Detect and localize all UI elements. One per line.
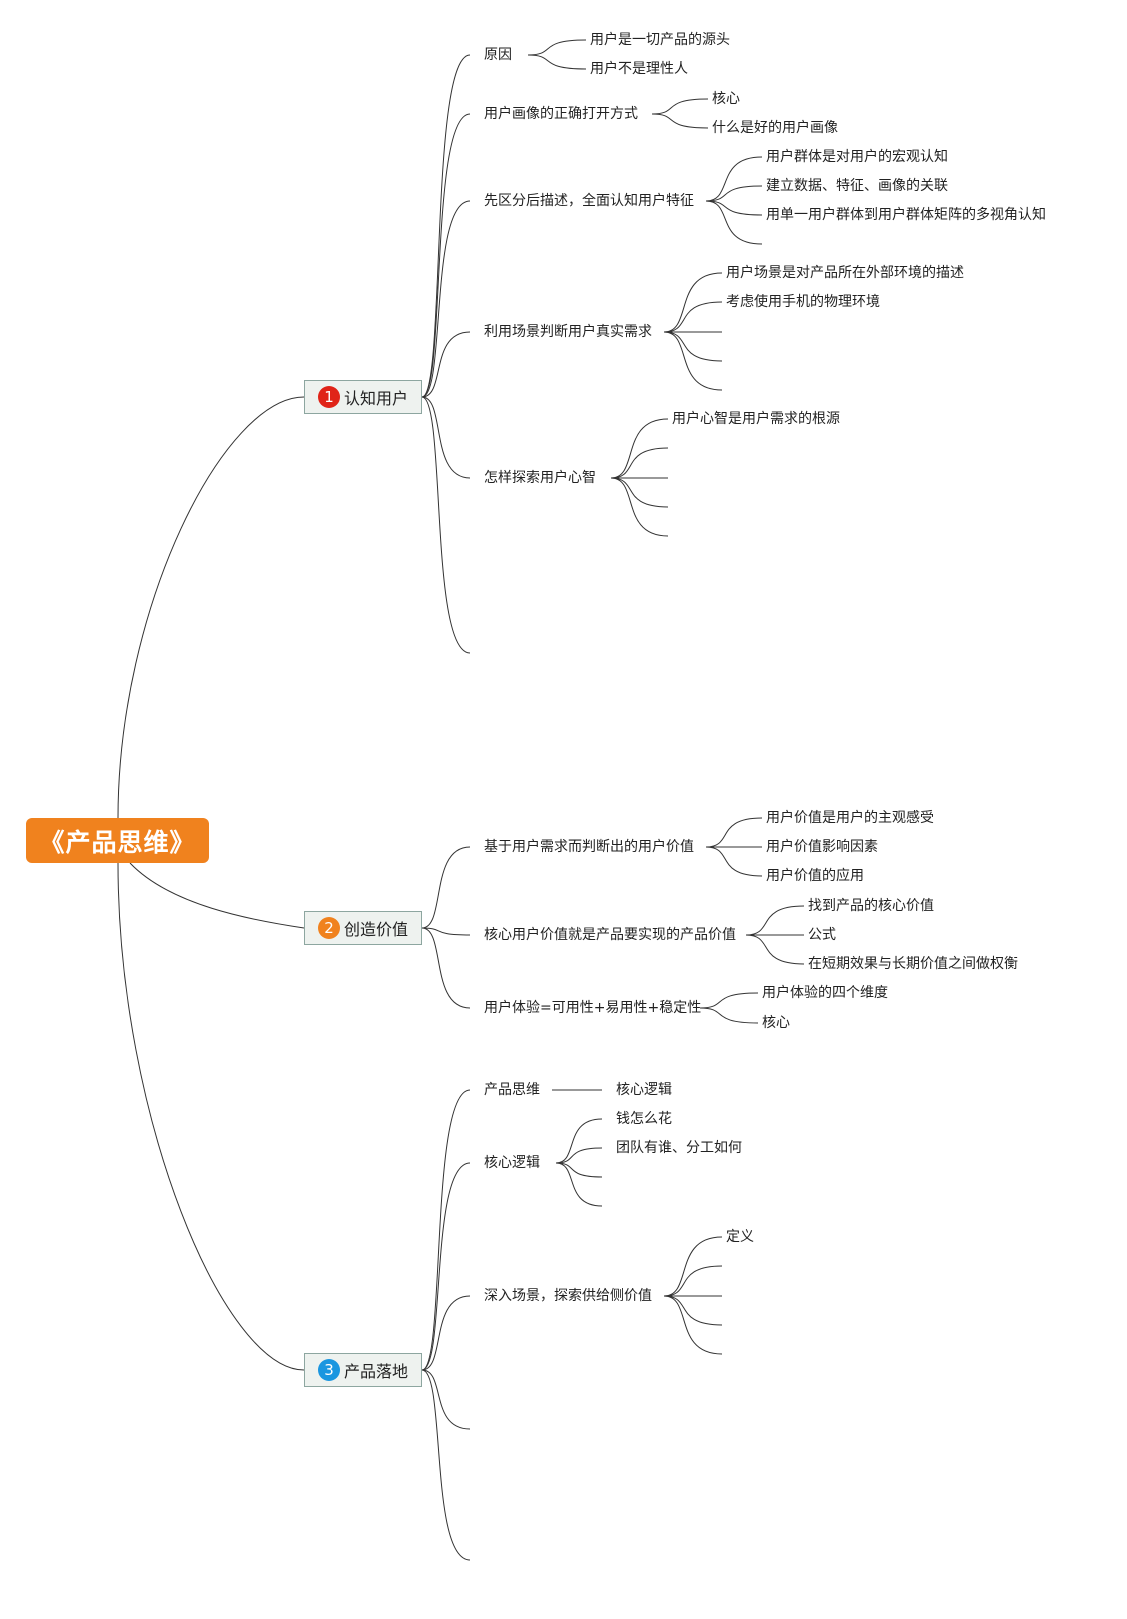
- leaf-link: [610, 477, 669, 537]
- branch-label: 产品落地: [343, 1362, 408, 1381]
- leaf-topic[interactable]: 建立数据、特征、画像的关联: [766, 178, 948, 194]
- sub-topic[interactable]: 怎样探索用户心智: [484, 470, 596, 486]
- leaf-topic[interactable]: 用户是一切产品的源头: [590, 32, 730, 48]
- branch-3-link-sub-2: [421, 1162, 471, 1371]
- number-badge-icon: 3: [317, 1359, 340, 1381]
- leaf-topic[interactable]: 用户心智是用户需求的根源: [672, 411, 840, 427]
- leaf-link: [705, 185, 763, 202]
- leaf-topic[interactable]: 用户价值影响因素: [766, 839, 878, 855]
- leaf-link: [745, 934, 805, 965]
- leaf-link: [663, 1295, 723, 1326]
- branch-1-link-sub-2: [421, 113, 471, 398]
- root-topic[interactable]: 《产品思维》: [26, 818, 209, 863]
- leaf-topic[interactable]: 定义: [726, 1229, 754, 1245]
- leaf-link: [610, 447, 669, 479]
- leaf-link: [705, 817, 763, 848]
- branch-3-link-sub-5: [421, 1369, 471, 1561]
- branch-2-link-sub-1: [421, 846, 471, 929]
- branch-topic-user[interactable]: 1 认知用户: [304, 380, 422, 414]
- branch-1-link-sub-1: [421, 54, 471, 398]
- leaf-link: [705, 846, 763, 877]
- root-link-branch-3: [117, 862, 305, 1371]
- leaf-topic[interactable]: 钱怎么花: [616, 1111, 672, 1127]
- leaf-link: [705, 200, 763, 216]
- leaf-topic[interactable]: 公式: [808, 927, 836, 943]
- leaf-topic[interactable]: 用户体验的四个维度: [762, 985, 888, 1001]
- leaf-link: [663, 1265, 723, 1297]
- number-badge-icon: 1: [317, 386, 340, 408]
- sub-topic[interactable]: 利用场景判断用户真实需求: [484, 324, 652, 340]
- leaf-topic[interactable]: 考虑使用手机的物理环境: [726, 294, 880, 310]
- branch-label: 创造价值: [343, 920, 408, 939]
- branch-2-link-sub-3: [421, 927, 471, 1009]
- leaf-topic[interactable]: 核心: [712, 91, 740, 107]
- sub-topic[interactable]: 原因: [484, 47, 512, 63]
- leaf-link: [663, 331, 723, 391]
- leaf-topic[interactable]: 用户场景是对产品所在外部环境的描述: [726, 265, 964, 281]
- branch-label: 认知用户: [343, 389, 408, 408]
- leaf-link: [745, 905, 805, 936]
- leaf-link: [610, 418, 669, 479]
- leaf-link: [699, 992, 759, 1009]
- leaf-link: [699, 1007, 759, 1024]
- leaf-topic[interactable]: 用户群体是对用户的宏观认知: [766, 149, 948, 165]
- branch-3-link-sub-3: [421, 1295, 471, 1371]
- branch-2-link-sub-2: [421, 927, 471, 936]
- sub-topic[interactable]: 用户画像的正确打开方式: [484, 106, 638, 122]
- root-link-branch-1: [117, 396, 305, 819]
- branch-1-link-sub-4: [421, 331, 471, 398]
- sub-topic[interactable]: 核心用户价值就是产品要实现的产品价值: [484, 927, 736, 943]
- leaf-topic[interactable]: 核心逻辑: [616, 1082, 672, 1098]
- leaf-topic[interactable]: 用户不是理性人: [590, 61, 688, 77]
- leaf-link: [610, 477, 669, 508]
- leaf-link: [663, 1295, 723, 1355]
- sub-topic[interactable]: 深入场景，探索供给侧价值: [484, 1288, 652, 1304]
- branch-1-link-sub-6: [421, 396, 471, 654]
- branch-topic-value[interactable]: 2 创造价值: [304, 911, 422, 945]
- leaf-link: [527, 54, 587, 70]
- number-badge-icon: 2: [317, 917, 340, 939]
- leaf-topic[interactable]: 用户价值是用户的主观感受: [766, 810, 934, 826]
- leaf-topic[interactable]: 在短期效果与长期价值之间做权衡: [808, 956, 1018, 972]
- sub-topic[interactable]: 核心逻辑: [484, 1155, 540, 1171]
- sub-topic[interactable]: 产品思维: [484, 1082, 540, 1098]
- leaf-link: [527, 39, 587, 56]
- leaf-link: [663, 331, 723, 362]
- leaf-link: [651, 113, 709, 129]
- sub-topic[interactable]: 用户体验=可用性+易用性+稳定性: [484, 1000, 702, 1016]
- leaf-link: [663, 301, 723, 333]
- leaf-link: [555, 1162, 603, 1207]
- branch-1-link-sub-3: [421, 200, 471, 398]
- leaf-topic[interactable]: 找到产品的核心价值: [808, 898, 934, 914]
- leaf-link: [651, 98, 709, 115]
- root-link-branch-2: [129, 862, 305, 929]
- branch-topic-landing[interactable]: 3 产品落地: [304, 1353, 422, 1387]
- leaf-link: [555, 1118, 603, 1164]
- branch-3-link-sub-1: [421, 1089, 471, 1371]
- leaf-link: [555, 1162, 603, 1178]
- leaf-topic[interactable]: 团队有谁、分工如何: [616, 1140, 742, 1156]
- leaf-topic[interactable]: 用单一用户群体到用户群体矩阵的多视角认知: [766, 207, 1046, 223]
- leaf-link: [663, 272, 723, 333]
- branch-1-link-sub-5: [421, 396, 471, 479]
- leaf-topic[interactable]: 核心: [762, 1015, 790, 1031]
- sub-topic[interactable]: 先区分后描述，全面认知用户特征: [484, 193, 694, 209]
- leaf-topic[interactable]: 用户价值的应用: [766, 868, 864, 884]
- leaf-link: [555, 1147, 603, 1164]
- leaf-topic[interactable]: 什么是好的用户画像: [712, 120, 838, 136]
- leaf-link: [705, 156, 763, 202]
- sub-topic[interactable]: 基于用户需求而判断出的用户价值: [484, 839, 694, 855]
- branch-3-link-sub-4: [421, 1369, 471, 1430]
- leaf-link: [663, 1236, 723, 1297]
- leaf-link: [705, 200, 763, 245]
